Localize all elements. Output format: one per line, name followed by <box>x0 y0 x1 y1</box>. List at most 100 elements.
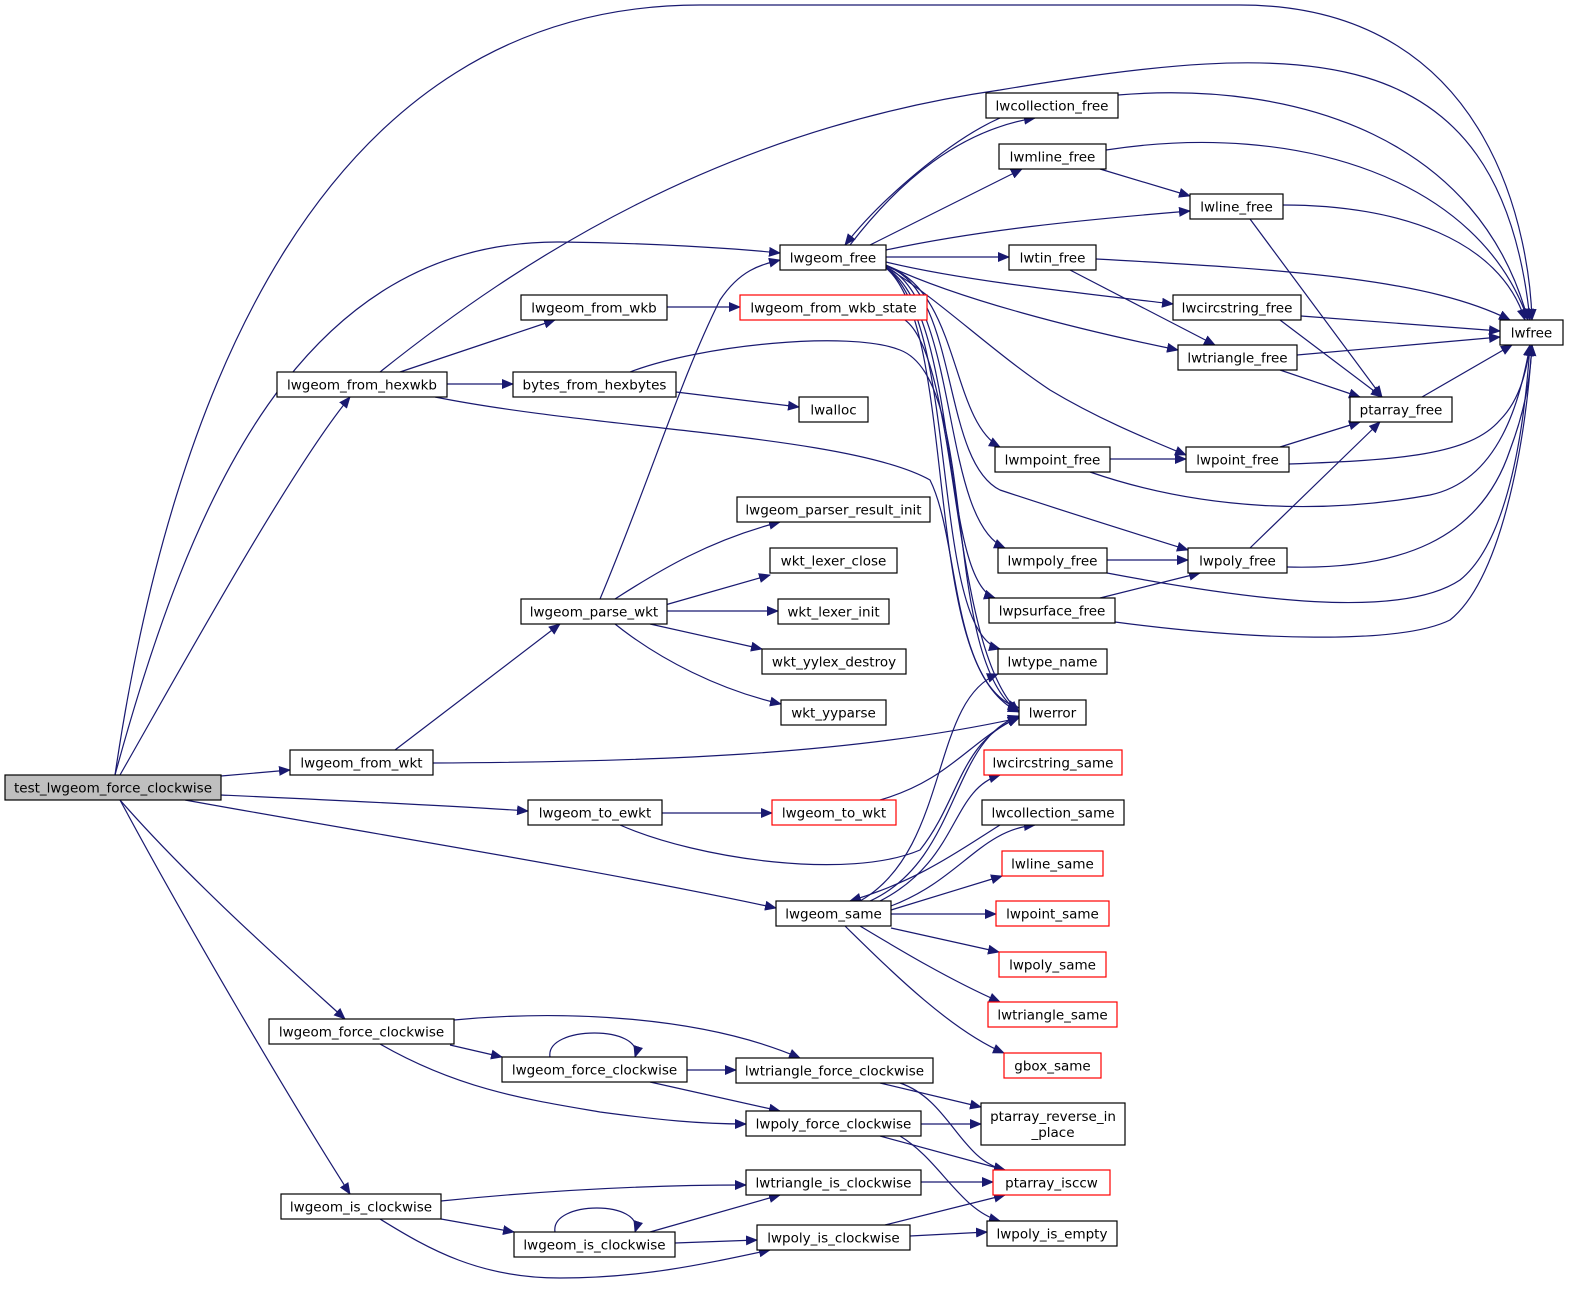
edge-lwgeom_free-to-lwpoly_free <box>885 265 1189 552</box>
node-force_cw_inner[interactable]: lwgeom_force_clockwise <box>501 1056 688 1083</box>
node-lwalloc[interactable]: lwalloc <box>798 396 869 423</box>
node-lwcollection_same[interactable]: lwcollection_same <box>981 799 1125 826</box>
node-box <box>777 598 890 625</box>
edge-lwline_free-to-ptarray_free <box>1249 218 1383 398</box>
node-wkt_yylex_destroy[interactable]: wkt_yylex_destroy <box>761 648 907 675</box>
node-force_cw_outer[interactable]: lwgeom_force_clockwise <box>268 1018 455 1045</box>
node-lwtype_name[interactable]: lwtype_name <box>997 648 1108 675</box>
node-lwtin_free[interactable]: lwtin_free <box>1008 244 1097 271</box>
node-lwcircstring_free[interactable]: lwcircstring_free <box>1172 294 1302 321</box>
node-lwmline_free[interactable]: lwmline_free <box>998 143 1107 170</box>
edge-is_cw_inner-to-is_cw_inner <box>554 1207 644 1233</box>
edge-is_cw_inner-to-lwtriangle_is_cw <box>649 1193 781 1233</box>
node-label: lwmpoint_free <box>1005 453 1101 469</box>
node-lwpsurface_free[interactable]: lwpsurface_free <box>988 597 1116 624</box>
node-box <box>520 598 668 625</box>
node-to_wkt[interactable]: lwgeom_to_wkt <box>771 799 897 826</box>
node-label: gbox_same <box>1014 1059 1091 1075</box>
node-from_wkt[interactable]: lwgeom_from_wkt <box>289 749 434 776</box>
node-wkt_lexer_close[interactable]: wkt_lexer_close <box>769 547 898 574</box>
node-box <box>1349 396 1453 423</box>
node-label: lwgeom_from_wkb_state <box>750 301 916 317</box>
node-wkt_yyparse[interactable]: wkt_yyparse <box>780 699 887 726</box>
edge-ptarray_free-to-lwfree <box>1421 344 1513 398</box>
node-lwtriangle_is_cw[interactable]: lwtriangle_is_clockwise <box>745 1169 922 1196</box>
node-lwfree[interactable]: lwfree <box>1499 319 1564 346</box>
call-edges <box>114 4 1537 1279</box>
edge-lwpoly_free-to-lwfree <box>1286 344 1537 568</box>
node-box <box>992 1169 1111 1196</box>
node-box <box>987 1001 1118 1028</box>
node-lwgeom_free[interactable]: lwgeom_free <box>779 244 887 271</box>
edge-test-to-lwgeom_same <box>184 799 777 911</box>
edge-is_cw_inner-to-lwpoly_is_cw <box>674 1235 758 1246</box>
edge-lwmline_free-to-lwfree <box>1105 141 1530 321</box>
node-gbox_same[interactable]: gbox_same <box>1003 1052 1102 1079</box>
edge-force_cw_outer-to-lwtriangle_force_cw <box>453 1015 801 1059</box>
node-lwpoly_force_cw[interactable]: lwpoly_force_clockwise <box>745 1110 922 1137</box>
node-lwcollection_free[interactable]: lwcollection_free <box>985 92 1119 119</box>
node-lwpoly_is_cw[interactable]: lwpoly_is_clockwise <box>756 1224 911 1251</box>
node-label: lwgeom_force_clockwise <box>279 1025 444 1041</box>
edge-lwgeom_free-to-lwtype_name <box>885 267 1001 651</box>
node-lwerror[interactable]: lwerror <box>1018 699 1087 726</box>
node-lwgeom_same[interactable]: lwgeom_same <box>775 900 892 927</box>
edge-lwgeom_same-to-lwtype_name <box>859 673 999 902</box>
edge-from_hexwkb-to-from_wkb <box>399 318 556 373</box>
node-is_cw_inner[interactable]: lwgeom_is_clockwise <box>513 1231 676 1258</box>
node-parser_result_init[interactable]: lwgeom_parser_result_init <box>736 496 931 523</box>
node-lwpoint_same[interactable]: lwpoint_same <box>995 900 1110 927</box>
node-box <box>994 446 1111 473</box>
node-lwline_same[interactable]: lwline_same <box>1001 850 1104 877</box>
edge-test-to-force_cw_outer <box>119 799 346 1020</box>
edge-force_cw_outer-to-lwpoly_force_cw <box>379 1043 747 1129</box>
node-lwtriangle_same[interactable]: lwtriangle_same <box>987 1001 1118 1028</box>
node-label: lwgeom_parse_wkt <box>530 605 658 621</box>
node-label: wkt_lexer_close <box>781 554 887 570</box>
node-box <box>512 371 677 398</box>
node-lwpoly_is_empty[interactable]: lwpoly_is_empty <box>986 1220 1118 1247</box>
node-lwpoly_free[interactable]: lwpoly_free <box>1187 547 1288 574</box>
edge-force_cw_outer-to-force_cw_inner <box>449 1044 503 1060</box>
node-label: lwgeom_from_hexwkb <box>287 378 437 394</box>
node-wkt_lexer_init[interactable]: wkt_lexer_init <box>777 598 890 625</box>
node-lwtriangle_force_cw[interactable]: lwtriangle_force_clockwise <box>735 1057 934 1084</box>
node-box <box>739 294 928 321</box>
edge-lwgeom_free-to-lwcollection_free <box>849 114 1036 246</box>
node-lwcircstring_same[interactable]: lwcircstring_same <box>983 749 1123 776</box>
node-test[interactable]: test_lwgeom_force_clockwise <box>4 774 222 801</box>
node-label: lwtriangle_same <box>997 1008 1107 1024</box>
node-box <box>988 597 1116 624</box>
node-is_cw_outer[interactable]: lwgeom_is_clockwise <box>280 1193 442 1220</box>
edge-to_wkt-to-lwerror <box>879 716 1020 801</box>
node-lwmpoly_free[interactable]: lwmpoly_free <box>997 547 1108 574</box>
edge-lwcollection_free-to-lwgeom_free <box>844 117 1001 246</box>
node-from_hexwkb[interactable]: lwgeom_from_hexwkb <box>276 371 448 398</box>
node-ptarray_isccw[interactable]: ptarray_isccw <box>992 1169 1111 1196</box>
node-to_ewkt[interactable]: lwgeom_to_ewkt <box>527 799 663 826</box>
node-ptarray_free[interactable]: ptarray_free <box>1349 396 1453 423</box>
node-box <box>1499 319 1564 346</box>
edge-lwcollection_same-to-lwgeom_same <box>849 824 1001 903</box>
node-box <box>986 1220 1118 1247</box>
node-bytes_from_hexbytes[interactable]: bytes_from_hexbytes <box>512 371 677 398</box>
edge-lwcollection_free-to-lwfree <box>1117 92 1530 321</box>
node-lwline_free[interactable]: lwline_free <box>1189 193 1284 220</box>
node-lwpoly_same[interactable]: lwpoly_same <box>998 951 1107 978</box>
node-lwmpoint_free[interactable]: lwmpoint_free <box>994 446 1111 473</box>
node-label: lwcircstring_free <box>1182 301 1293 317</box>
edge-test-to-to_ewkt <box>220 794 529 816</box>
edge-lwpoint_free-to-ptarray_free <box>1279 420 1361 448</box>
node-from_wkb[interactable]: lwgeom_from_wkb <box>520 294 668 321</box>
node-parse_wkt[interactable]: lwgeom_parse_wkt <box>520 598 668 625</box>
node-label: _place <box>1030 1125 1074 1141</box>
edge-lwgeom_free-to-lwmpoint_free <box>885 265 1001 448</box>
node-lwtriangle_free[interactable]: lwtriangle_free <box>1177 344 1298 371</box>
node-lwpoint_free[interactable]: lwpoint_free <box>1185 446 1290 473</box>
edge-lwcircstring_free-to-ptarray_free <box>1279 319 1383 398</box>
node-from_wkb_state[interactable]: lwgeom_from_wkb_state <box>739 294 928 321</box>
node-ptarray_reverse[interactable]: ptarray_reverse_in_place <box>980 1102 1126 1146</box>
node-label: lwgeom_from_wkt <box>300 756 422 772</box>
edge-lwpsurface_free-to-lwfree <box>1114 344 1537 638</box>
